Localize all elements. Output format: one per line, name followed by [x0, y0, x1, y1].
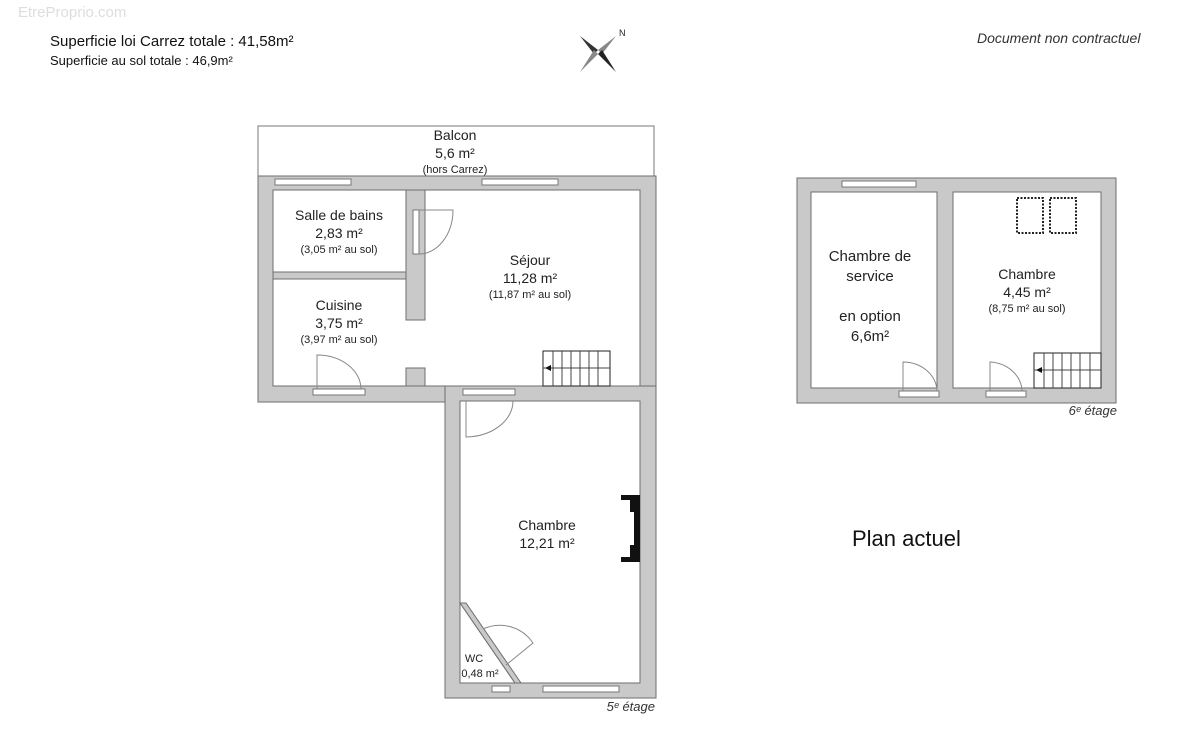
- room-area: 4,45 m²: [1003, 284, 1051, 300]
- room-name: service: [846, 268, 894, 285]
- door-arc: [482, 624, 534, 666]
- disclaimer: Document non contractuel: [977, 30, 1141, 46]
- floor-5: Balcon 5,6 m² (hors Carrez) Salle de bai…: [257, 125, 657, 714]
- room-name: Chambre: [518, 517, 576, 533]
- compass-north: N: [619, 28, 626, 38]
- room-area: 3,75 m²: [315, 315, 363, 331]
- stairs-icon: [1033, 352, 1102, 389]
- door-arc: [989, 361, 1023, 392]
- room-area: 2,83 m²: [315, 225, 363, 241]
- room-option: en option: [839, 308, 901, 325]
- room-area: 5,6 m²: [435, 145, 475, 161]
- sol-total: Superficie au sol totale : 46,9m²: [50, 53, 233, 68]
- room-name: Chambre: [998, 266, 1056, 282]
- door-arc: [316, 354, 362, 390]
- room-name: WC: [465, 653, 483, 665]
- room-note: (8,75 m² au sol): [988, 303, 1065, 315]
- fireplace-icon: [621, 495, 640, 562]
- room-area: 0,48 m²: [461, 668, 499, 680]
- compass-icon: N: [580, 28, 626, 72]
- door-arc: [465, 400, 514, 438]
- room-area: 11,28 m²: [503, 270, 558, 286]
- door-arc: [418, 209, 454, 255]
- room-name: Cuisine: [316, 297, 363, 313]
- room-note: (hors Carrez): [423, 164, 488, 176]
- room-name: Salle de bains: [295, 207, 383, 223]
- floor-label: 6ᵉ étage: [1069, 403, 1117, 418]
- room-note: (3,05 m² au sol): [300, 244, 377, 256]
- door-arc: [902, 361, 938, 392]
- room-note: (11,87 m² au sol): [489, 289, 571, 301]
- watermark: EtreProprio.com: [18, 4, 127, 21]
- plan-title: Plan actuel: [852, 526, 961, 551]
- room-name: Balcon: [434, 127, 477, 143]
- stairs-icon: [542, 350, 611, 387]
- floor-6: Chambre de service en option 6,6m² Chamb…: [796, 177, 1117, 418]
- room-area: 6,6m²: [851, 328, 889, 345]
- skylight-icon: [1016, 197, 1077, 234]
- balcony: [257, 125, 655, 177]
- room-name: Chambre de: [829, 248, 912, 265]
- room-name: Séjour: [510, 252, 551, 268]
- carrez-total: Superficie loi Carrez totale : 41,58m²: [50, 33, 294, 50]
- room-note: (3,97 m² au sol): [300, 334, 377, 346]
- room-area: 12,21 m²: [519, 535, 575, 551]
- floor-label: 5ᵉ étage: [607, 699, 655, 714]
